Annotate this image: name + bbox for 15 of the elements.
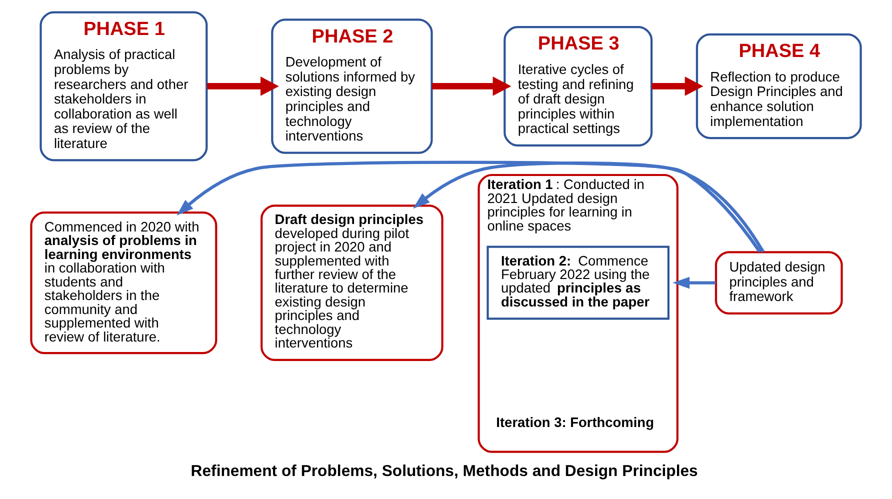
arrow <box>412 161 762 253</box>
node-box: PHASE 1 Analysis of practical problems by researchers and other stakeholders in collaboration as well as review of the literature <box>40 11 208 162</box>
caption: Refinement of Problems, Solutions, Methods and Design Principles <box>190 463 698 480</box>
node-box: Iteration 2: Commence February 2022 using the updated principles as discussed in the paper <box>486 246 670 320</box>
arrow <box>432 76 512 96</box>
arrow <box>652 76 704 96</box>
node-box: PHASE 4 Reflection to produce Design Principles and enhance solution implementation <box>696 33 862 140</box>
node-box: Updated design principles and framework <box>714 251 843 314</box>
arrow <box>672 276 716 289</box>
node-box: PHASE 2 Development of solutions informed by existing design principles and technology interventions <box>271 18 433 154</box>
node-box: Commenced in 2020 with analysis of problems in learning environments in collaboration with students and stakeholders in the community and supplemented with review of literature. <box>30 211 218 354</box>
node-box: PHASE 3 Iterative cycles of testing and refining of draft design principles within practical settings <box>504 26 653 146</box>
arrow <box>207 76 279 96</box>
arrow <box>176 160 765 253</box>
node-box: Draft design principles developed during pilot project in 2020 and supplemented with further review of the literature to determine existing design principles and technology interventions <box>260 204 444 361</box>
